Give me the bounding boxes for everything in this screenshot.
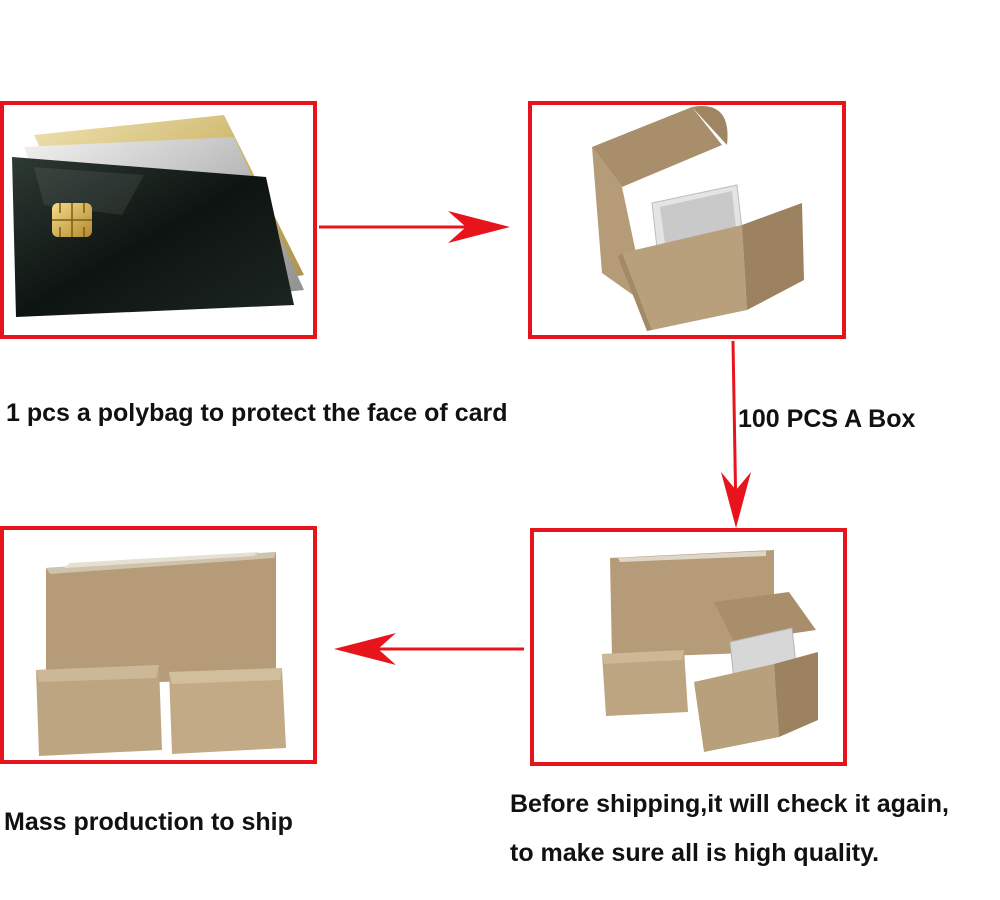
box-with-cards-photo	[528, 101, 846, 339]
small-box-right	[169, 668, 286, 754]
mass-shipping-photo	[0, 526, 317, 764]
check-caption-line2: to make sure all is high quality.	[510, 839, 880, 867]
check-caption-line1: Before shipping,it will check it again,	[510, 790, 949, 818]
quality-check-photo	[530, 528, 847, 766]
open-box-illustration	[592, 106, 804, 331]
polybag-cards-photo	[0, 101, 317, 339]
arrow-left	[334, 633, 524, 665]
arrow-right	[319, 211, 510, 243]
large-carton	[46, 552, 276, 686]
check-boxes-illustration	[602, 550, 818, 752]
small-box-left	[36, 665, 162, 756]
small-box	[602, 650, 688, 716]
polybag-caption: 1 pcs a polybag to protect the face of c…	[6, 399, 508, 427]
cards-illustration	[12, 115, 304, 317]
arrow-down	[721, 340, 751, 528]
box-caption: 100 PCS A Box	[738, 405, 916, 433]
shipping-boxes-illustration	[36, 552, 286, 756]
ship-caption: Mass production to ship	[4, 808, 293, 836]
black-card	[12, 157, 294, 317]
